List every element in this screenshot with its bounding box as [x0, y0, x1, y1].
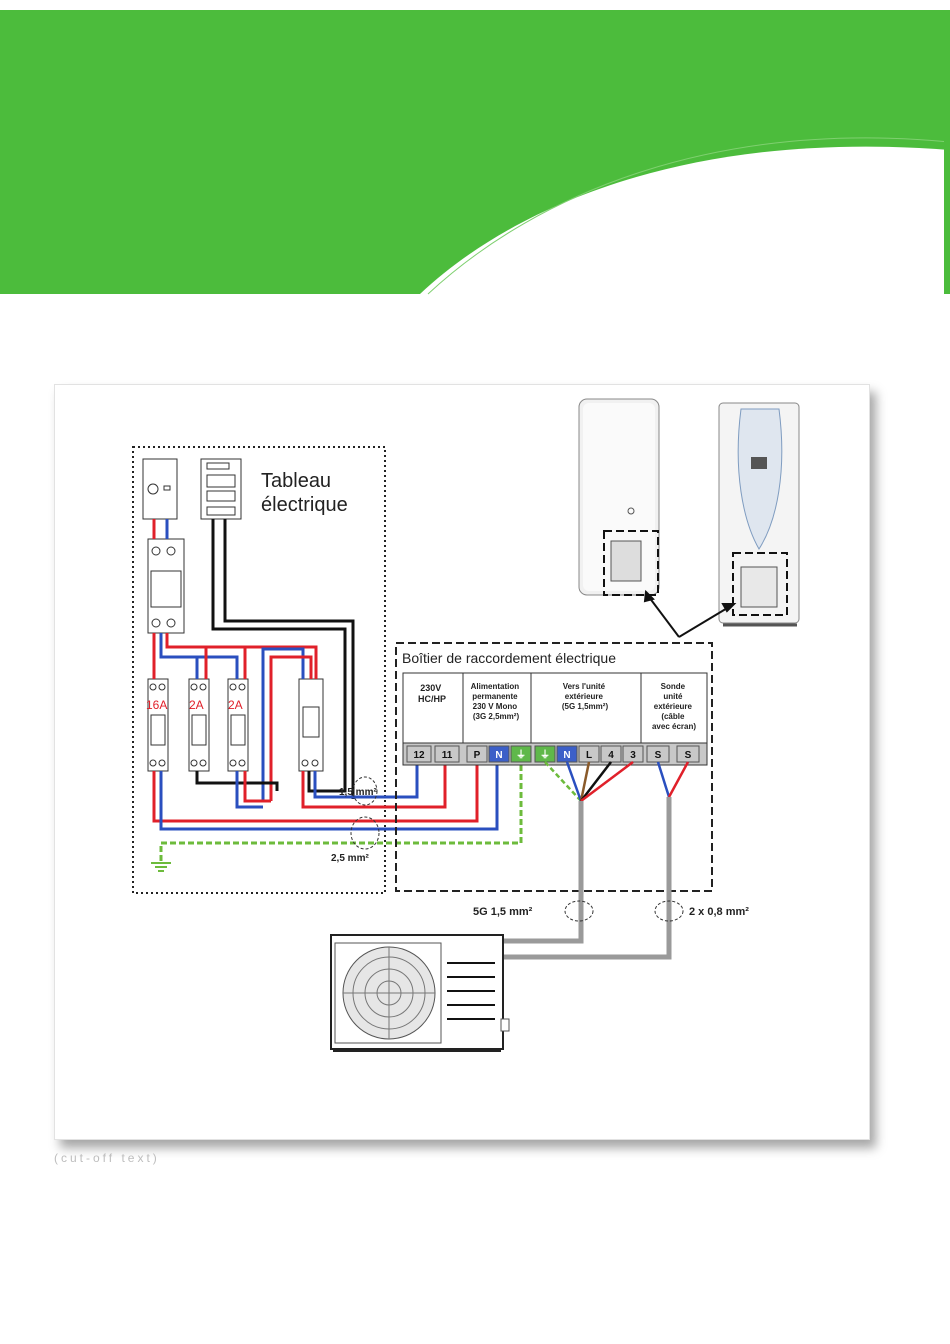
terminal-n-outdoor: N	[563, 750, 570, 761]
header-band	[0, 0, 950, 300]
terminal-n-power: N	[495, 750, 502, 761]
breaker-16a-label: 16A	[146, 698, 167, 712]
terminal-earth-outdoor: ⏚	[540, 749, 550, 761]
breaker-2a-b-label: 2A	[228, 698, 243, 712]
wiring-diagram: Tableau électrique	[55, 385, 869, 1139]
breaker-16a	[148, 679, 168, 771]
panel-title-line2: électrique	[261, 494, 348, 516]
group-label-unite-exterieure: Vers l'unité extérieure (5G 1,5mm²)	[562, 682, 609, 711]
breaker-2a-b	[228, 679, 248, 771]
electric-meter	[201, 459, 241, 519]
section-label-2: 2,5 mm²	[331, 853, 369, 864]
outdoor-probe-label: 2 x 0,8 mm²	[689, 906, 749, 918]
outdoor-unit	[331, 935, 509, 1051]
group-label-hchp: 230V HC/HP	[418, 683, 446, 704]
terminal-4: 4	[608, 750, 614, 761]
terminal-s-2: S	[685, 750, 692, 761]
terminal-s-1: S	[655, 750, 662, 761]
junction-box-title: Boîtier de raccordement électrique	[402, 650, 616, 666]
water-heater-front	[579, 399, 659, 595]
differential-breaker	[148, 539, 184, 633]
outdoor-wiring	[503, 762, 688, 957]
water-heater-cutaway	[719, 403, 799, 625]
header-edge-strip	[944, 10, 950, 294]
earth-symbol	[151, 863, 171, 871]
breaker-2a-a	[189, 679, 209, 771]
caption-text: (cut-off text)	[54, 1150, 868, 1166]
terminal-11: 11	[442, 750, 453, 761]
terminal-p: P	[474, 750, 481, 761]
panel-title-line1: Tableau	[261, 470, 331, 492]
section-label-1: 1,5 mm²	[339, 787, 377, 798]
diagram-panel: Tableau électrique	[54, 384, 870, 1140]
terminal-12: 12	[413, 750, 425, 761]
main-switch	[143, 459, 177, 519]
group-label-alimentation: Alimentation permanente 230 V Mono (3G 2…	[471, 682, 522, 721]
caption-cutoff: (cut-off text)	[54, 1150, 868, 1166]
terminal-3: 3	[630, 750, 636, 761]
terminal-earth-power: ⏚	[516, 749, 526, 761]
terminal-l: L	[586, 750, 592, 761]
contactor	[299, 679, 323, 771]
outdoor-power-label: 5G 1,5 mm²	[473, 906, 533, 918]
terminals: 12 11 P N ⏚ ⏚ N L 4 3 S S	[407, 746, 699, 762]
breaker-2a-a-label: 2A	[189, 698, 204, 712]
